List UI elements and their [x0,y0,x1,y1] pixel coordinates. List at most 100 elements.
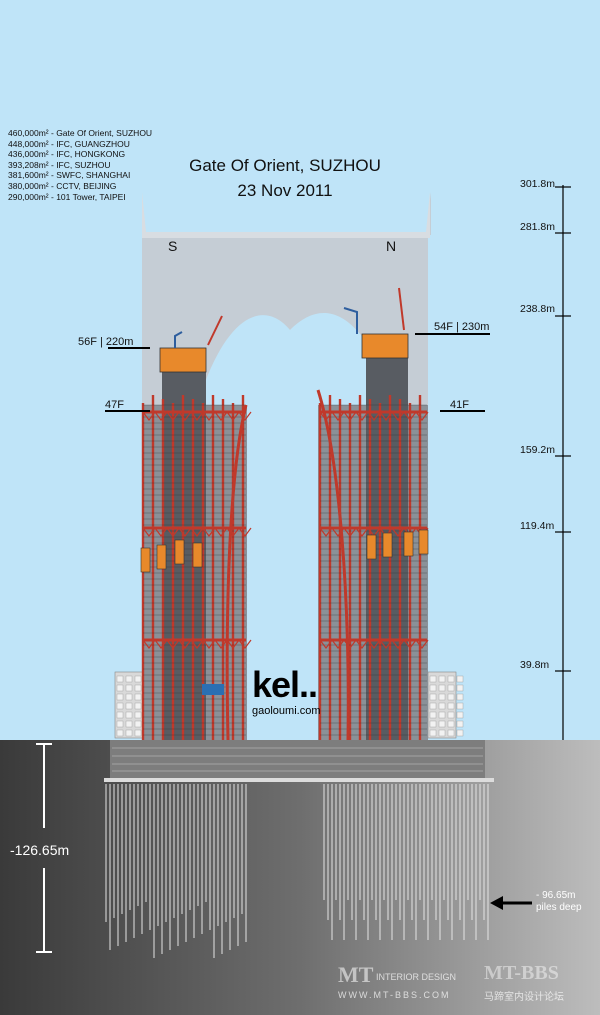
north-top-crane-block [361,333,409,359]
total-depth-label: -126.65m [10,842,70,858]
orange-jack [403,531,414,557]
podium-window [429,675,437,683]
podium-window [429,684,437,692]
truss-diagonal [319,639,333,649]
diagram-date: 23 Nov 2011 [237,181,333,200]
crane-north-1 [343,307,358,334]
truss-diagonal [343,411,357,421]
podium-window [456,702,464,710]
truss-diagonal [142,639,156,649]
watermark-interior: INTERIOR DESIGN [376,972,457,982]
podium-window [447,720,455,728]
podium-window [456,693,464,701]
depth-measure [36,743,52,953]
podium-window [429,702,437,710]
truss-diagonal [166,639,180,649]
podium-window [447,729,455,737]
legend-item: 448,000m² - IFC, GUANGZHOU [8,138,130,149]
truss-diagonal [142,527,156,537]
south-mid-floor-label: 47F [105,399,124,411]
truss-diagonal [190,411,204,421]
podium-window [134,693,142,701]
truss-diagonal [202,639,216,649]
truss-diagonal [178,639,192,649]
elevation-label: 39.8m [520,659,550,671]
truss-diagonal [202,411,216,421]
legend-item: 436,000m² - IFC, HONGKONG [8,149,126,160]
legend-item: 290,000m² - 101 Tower, TAIPEI [8,191,126,202]
logo-site: gaoloumi.com [252,705,321,717]
truss-diagonal [166,527,180,537]
watermark-cn: 马蹄室内设计论坛 [484,992,564,1003]
truss-diagonal [379,411,393,421]
crane-south-1 [174,331,183,348]
piles-depth-text: piles deep [536,902,582,913]
podium-window [438,729,446,737]
podium-window [429,693,437,701]
south-top-crane-block [159,347,207,373]
podium-window [134,711,142,719]
truss-diagonal [154,411,168,421]
truss-diagonal [226,527,240,537]
raft-foundation [110,740,485,778]
podium-window [438,675,446,683]
south-label: S [168,238,178,254]
podium-window [116,684,124,692]
diagram-title: Gate Of Orient, SUZHOU [189,156,381,175]
envelope-top [142,192,430,238]
watermark-url: WWW.MT-BBS.COM [338,990,451,1000]
podium-window [438,711,446,719]
podium-window [438,693,446,701]
podium-window [134,702,142,710]
podium-window [116,693,124,701]
watermark-mt: MT [338,962,374,987]
truss-diagonal [238,639,252,649]
podium-window [116,720,124,728]
podium-window [125,693,133,701]
elevation-label: 238.8m [520,303,556,315]
gate-envelope [142,192,431,735]
legend-item: 393,208m² - IFC, SUZHOU [8,159,111,170]
crane-north-2 [398,287,405,331]
podium-window [447,711,455,719]
podium-window [125,702,133,710]
podium-window [116,729,124,737]
elevation-label: 119.4m [520,520,555,532]
podium-window [447,675,455,683]
truss-diagonal [166,411,180,421]
podium-window [134,675,142,683]
truss-diagonal [391,527,405,537]
truss-diagonal [403,411,417,421]
south-top-floor-label: 56F | 220m [78,336,134,348]
orange-jack [418,529,429,555]
truss-diagonal [178,411,192,421]
truss-diagonal [355,639,369,649]
podium-window [438,720,446,728]
north-arch-rib [316,389,350,741]
truss-diagonal [367,639,381,649]
podium-window [429,729,437,737]
podium-window [438,702,446,710]
watermark-bbs: MT-BBS [484,962,559,984]
podium-window [116,675,124,683]
south-arch-rib [225,404,248,741]
truss-diagonal [154,527,168,537]
piles [105,784,489,958]
podium-window [447,684,455,692]
north-label: N [386,238,397,254]
piles-depth-value: - 96.65m [536,890,576,901]
orange-jack [140,547,151,573]
podium-window [456,675,464,683]
north-mid-floor-label: 41F [450,399,469,411]
podium-window [456,684,464,692]
orange-jack [192,542,203,568]
elevation-label: 301.8m [520,178,556,190]
piles-arrow [490,896,532,910]
truss-diagonal [415,411,429,421]
truss-diagonal [331,639,345,649]
podium-window [447,702,455,710]
podium-window [125,711,133,719]
podium-window [456,711,464,719]
